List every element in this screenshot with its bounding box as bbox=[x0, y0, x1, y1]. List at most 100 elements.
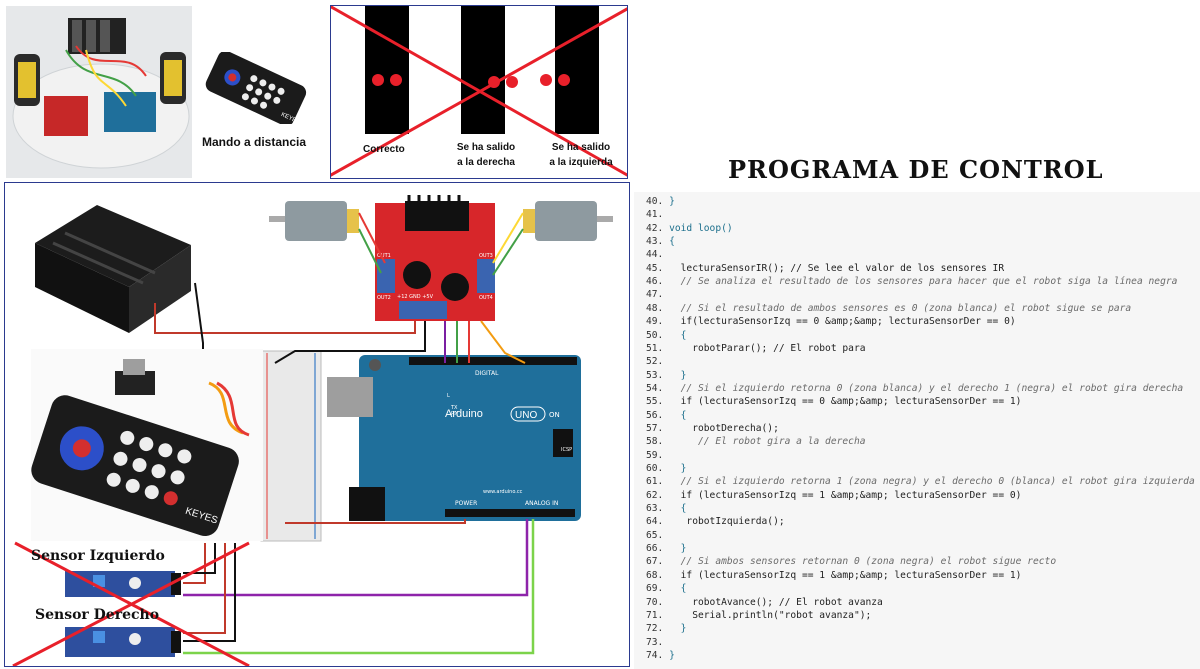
code-line: 66. } bbox=[646, 543, 686, 554]
code-line: 74. } bbox=[646, 650, 675, 661]
code-text: } bbox=[669, 649, 675, 661]
motor-right bbox=[523, 201, 613, 241]
code-line: 60. } bbox=[646, 463, 686, 474]
track-line-2 bbox=[461, 6, 505, 134]
line-number: 48. bbox=[646, 302, 670, 314]
code-text: lecturaSensorIR(); // Se lee el valor de… bbox=[669, 262, 1005, 274]
line-number: 54. bbox=[646, 382, 670, 394]
page-title: PROGRAMA DE CONTROL bbox=[728, 155, 1104, 184]
code-line: 47. bbox=[646, 289, 669, 300]
code-line: 54. // Si el izquierdo retorna 0 (zona b… bbox=[646, 383, 1183, 394]
sensor-left-label: Sensor Izquierdo bbox=[31, 548, 165, 564]
line-number: 64. bbox=[646, 516, 670, 528]
line-label-correct: Correcto bbox=[363, 144, 405, 155]
sensor-left-module bbox=[65, 571, 181, 597]
line-number: 58. bbox=[646, 436, 670, 448]
arduino-website: www.arduino.cc bbox=[483, 489, 523, 495]
battery-box bbox=[35, 205, 191, 333]
code-text: } bbox=[669, 543, 687, 555]
driver-power-pins: +12 GND +5V bbox=[397, 294, 434, 300]
arduino-brand: Arduino bbox=[445, 408, 483, 420]
rx-label: RX bbox=[451, 411, 458, 417]
line-number: 57. bbox=[646, 422, 670, 434]
line-number: 52. bbox=[646, 356, 670, 368]
code-text: } bbox=[669, 196, 675, 207]
analog-header: ANALOG IN bbox=[525, 500, 558, 507]
code-line: 40. } bbox=[646, 196, 675, 207]
track-line-3 bbox=[555, 6, 599, 134]
line-number: 59. bbox=[646, 449, 670, 461]
out1-label: OUT1 bbox=[377, 253, 391, 259]
code-line: 73. bbox=[646, 637, 669, 648]
code-text: robotDerecha(); bbox=[669, 422, 779, 434]
out4-label: OUT4 bbox=[479, 295, 493, 301]
l-label: L bbox=[447, 393, 450, 399]
line-number: 68. bbox=[646, 569, 670, 581]
line-number: 60. bbox=[646, 463, 670, 474]
line-number: 44. bbox=[646, 249, 670, 261]
code-line: 51. robotParar(); // El robot para bbox=[646, 343, 866, 354]
code-line: 55. if (lecturaSensorIzq == 0 &amp;&amp;… bbox=[646, 396, 1021, 407]
line-number: 67. bbox=[646, 556, 670, 568]
code-text: { bbox=[669, 583, 687, 595]
code-text: robotParar(); // El robot para bbox=[669, 342, 866, 354]
code-text: Serial.println("robot avanza"); bbox=[669, 609, 872, 621]
code-text: // Si ambos sensores retornan 0 (zona ne… bbox=[669, 556, 1057, 568]
line-number: 69. bbox=[646, 583, 670, 595]
code-line: 61. // Si el izquierdo retorna 1 (zona n… bbox=[646, 476, 1195, 487]
icsp-label: ICSP bbox=[561, 447, 572, 453]
arduino-board: Arduino UNO ON DIGITAL POWER ANALOG IN w… bbox=[327, 355, 581, 521]
code-text: } bbox=[669, 369, 687, 381]
code-line: 52. bbox=[646, 356, 669, 367]
code-line: 56. { bbox=[646, 410, 686, 421]
code-line: 48. // Si el resultado de ambos sensores… bbox=[646, 303, 1131, 314]
arduino-model: UNO bbox=[515, 410, 537, 421]
code-line: 59. bbox=[646, 450, 669, 461]
remote-image: KEYES bbox=[200, 50, 310, 127]
code-text: if (lecturaSensorIzq == 1 &amp;&amp; lec… bbox=[669, 569, 1022, 581]
line-tracking-diagram: Correcto Se ha salido a la derecha Se ha… bbox=[314, 0, 644, 186]
code-line: 41. bbox=[646, 209, 669, 220]
sensor-right-label: Sensor Derecho bbox=[35, 607, 160, 623]
line-number: 50. bbox=[646, 329, 670, 341]
code-line: 45. lecturaSensorIR(); // Se lee el valo… bbox=[646, 263, 1004, 274]
line-number: 56. bbox=[646, 409, 670, 421]
line-number: 74. bbox=[646, 649, 670, 661]
code-line: 68. if (lecturaSensorIzq == 1 &amp;&amp;… bbox=[646, 570, 1021, 581]
motor-driver: OUT1 OUT2 OUT3 OUT4 +12 GND +5V bbox=[375, 195, 495, 321]
line-number: 71. bbox=[646, 609, 670, 621]
code-line: 49. if(lecturaSensorIzq == 0 &amp;&amp; … bbox=[646, 316, 1016, 327]
line-number: 49. bbox=[646, 316, 670, 328]
line-number: 70. bbox=[646, 596, 670, 608]
line-number: 62. bbox=[646, 489, 670, 501]
code-line: 72. } bbox=[646, 623, 686, 634]
line-number: 41. bbox=[646, 209, 670, 221]
code-line: 44. bbox=[646, 249, 669, 260]
code-text: // El robot gira a la derecha bbox=[669, 436, 866, 448]
code-line: 63. { bbox=[646, 503, 686, 514]
code-text: // Si el resultado de ambos sensores es … bbox=[669, 302, 1132, 314]
code-text: { bbox=[669, 329, 687, 341]
line-number: 53. bbox=[646, 369, 670, 381]
line-number: 65. bbox=[646, 529, 670, 541]
code-text: { bbox=[669, 236, 675, 248]
robot-photo bbox=[6, 6, 192, 178]
code-text: if (lecturaSensorIzq == 1 &amp;&amp; lec… bbox=[669, 489, 1022, 501]
breadboard bbox=[260, 350, 322, 542]
code-line: 46. // Se analiza el resultado de los se… bbox=[646, 276, 1177, 287]
code-text: { bbox=[669, 409, 687, 421]
remote-label: Mando a distancia bbox=[202, 135, 307, 149]
track-line-1 bbox=[365, 6, 409, 134]
line-label-left: Se ha salido a la izquierda bbox=[549, 142, 613, 168]
wiring-diagram: OUT1 OUT2 OUT3 OUT4 +12 GND +5V Arduino … bbox=[4, 182, 630, 667]
code-text: // Se analiza el resultado de los sensor… bbox=[669, 276, 1178, 288]
code-text: if(lecturaSensorIzq == 0 &amp;&amp; lect… bbox=[669, 316, 1016, 328]
code-line: 71. Serial.println("robot avanza"); bbox=[646, 610, 871, 621]
power-header: POWER bbox=[455, 500, 477, 507]
code-line: 50. { bbox=[646, 330, 686, 341]
code-text: // Si el izquierdo retorna 1 (zona negra… bbox=[669, 476, 1195, 488]
line-number: 51. bbox=[646, 342, 670, 354]
code-line: 62. if (lecturaSensorIzq == 1 &amp;&amp;… bbox=[646, 490, 1021, 501]
line-number: 66. bbox=[646, 543, 670, 555]
code-line: 67. // Si ambos sensores retornan 0 (zon… bbox=[646, 556, 1056, 567]
